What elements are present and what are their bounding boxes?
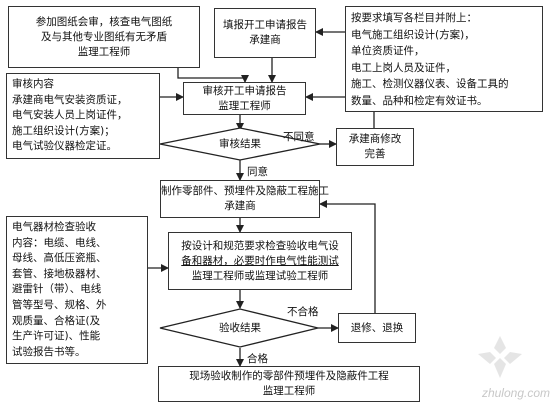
edge-review-to-report (177, 68, 249, 83)
diamond-acceptance-result-label: 验收结果 (219, 322, 261, 334)
text: 监理工程师或监理试验工程师 (191, 269, 329, 282)
text: 电气安装人员上岗证件， (12, 109, 128, 121)
box-inspect-design: 按设计和规范要求检查验收电气设 备和器材，必要时作电气性能测试 监理工程师或监理… (168, 232, 352, 290)
watermark-text: zhulong.com (481, 386, 550, 400)
text: 退修、退换 (350, 321, 404, 334)
text: 生产许可证)、性能 (12, 330, 101, 343)
text: 施工组织设计(方案)； (12, 124, 115, 137)
text: 套管、接地极器材、 (12, 267, 107, 280)
text: 监理工程师 (262, 385, 316, 397)
text: 按设计和规范要求检查验收电气设 (181, 239, 339, 252)
text: 电工上岗人员及证件， (351, 61, 456, 74)
text: 填报开工申请报告 (223, 19, 307, 31)
label-pass: 合格 (247, 353, 268, 365)
box-return-replace: 退修、退换 (338, 313, 416, 343)
label-disagree: 不同意 (283, 131, 315, 143)
diamond-acceptance-result (159, 308, 319, 348)
label-agree: 同意 (247, 166, 268, 178)
text: 电气器材检查验收 (12, 221, 96, 233)
text: 审核开工申请报告 (202, 84, 287, 97)
text: 电气试验仪器检定证。 (12, 140, 117, 152)
text: 母线、高低压瓷瓶、 (12, 252, 107, 265)
text: 监理工程师 (218, 99, 271, 112)
diamond-review-result-label: 审核结果 (219, 138, 261, 150)
text: 承建商 (224, 200, 256, 212)
diamond-review-result (159, 127, 321, 161)
text: 备和器材，必要时作电气性能测试 (181, 254, 339, 267)
label-fail: 不合格 (287, 306, 319, 318)
text: 内容：电缆、电线、 (12, 236, 107, 249)
text: 完善 (364, 148, 386, 160)
box-review-report: 审核开工申请报告 监理工程师 (183, 82, 306, 115)
text: 制作零部件、预埋件及隐蔽工程施工 (161, 185, 329, 197)
text: 管等型号、规格、外 (12, 298, 107, 311)
text: 数量、品种和检定有效证书。 (351, 94, 488, 107)
text: 及与其他专业图纸有无矛盾 (41, 30, 167, 43)
box-attach-items: 按要求填写各栏目并附上： 电气施工组织设计(方案)， 单位资质证件， 电工上岗人… (345, 6, 543, 112)
text: 避雷针（带）、电线 (12, 283, 102, 296)
text: 现场验收制作的零部件预埋件及隐蔽件工程 (189, 370, 389, 382)
text: 参加图纸会审，核查电气图纸 (35, 15, 173, 28)
text: 观质量、合格证(及 (12, 314, 101, 327)
box-material-check: 电气器材检查验收 内容：电缆、电线、 母线、高低压瓷瓶、 套管、接地极器材、 避… (6, 216, 148, 364)
box-submit-report: 填报开工申请报告 承建商 (214, 8, 316, 58)
box-field-acceptance: 现场验收制作的零部件预埋件及隐蔽件工程 监理工程师 (158, 366, 420, 402)
text: 单位资质证件， (351, 45, 425, 57)
box-make-parts: 制作零部件、预埋件及隐蔽工程施工 承建商 (160, 180, 329, 218)
text: 承建商修改 (348, 133, 402, 145)
text: 审核内容 (12, 78, 54, 90)
text: 承建商 (249, 34, 281, 46)
text: 电气施工组织设计(方案)， (351, 28, 475, 41)
text: 按要求填写各栏目并附上： (351, 12, 477, 24)
edge-return-back (319, 200, 376, 313)
box-review-content: 审核内容 承建商电气安装资质证， 电气安装人员上岗证件， 施工组织设计(方案)；… (6, 73, 160, 159)
text: 监理工程师 (77, 45, 131, 58)
text: 承建商电气安装资质证， (12, 93, 128, 106)
text: 试验报告书等。 (12, 345, 86, 358)
watermark-logo-icon (478, 336, 522, 378)
box-supervisor-review: 参加图纸会审，核查电气图纸 及与其他专业图纸有无矛盾 监理工程师 (8, 6, 200, 68)
box-contractor-revise: 承建商修改 完善 (336, 128, 414, 166)
text: 施工、检测仪器仪表、设备工具的 (351, 78, 509, 90)
